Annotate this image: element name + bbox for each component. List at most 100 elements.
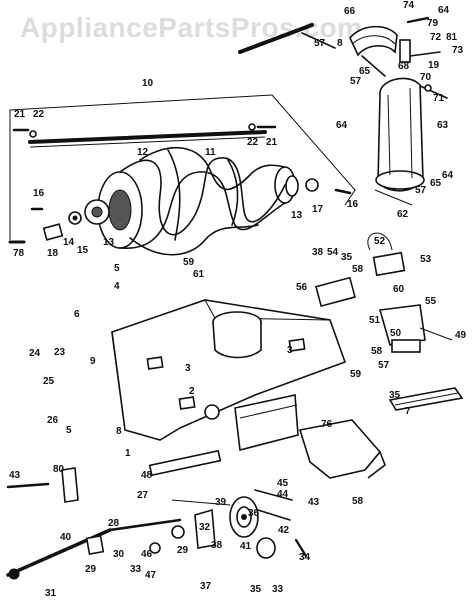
callout-c80: 80 — [53, 464, 65, 475]
callout-c54: 54 — [327, 247, 339, 258]
callout-c66: 66 — [344, 6, 356, 17]
callout-c22a: 22 — [33, 109, 45, 120]
callout-c42: 42 — [278, 525, 290, 536]
callout-c56: 56 — [296, 282, 308, 293]
callout-c44: 44 — [277, 489, 289, 500]
callout-c13b: 13 — [291, 210, 303, 221]
callout-c10: 10 — [142, 78, 154, 89]
scraper-blade — [388, 387, 464, 411]
callout-c49: 49 — [455, 330, 467, 341]
callout-c61: 61 — [193, 269, 205, 280]
callout-c70: 70 — [420, 72, 432, 83]
callout-c60: 60 — [393, 284, 405, 295]
callout-c32: 32 — [199, 522, 211, 533]
auger-spiral — [97, 146, 296, 256]
callout-c12: 12 — [137, 147, 149, 158]
callout-c5a: 5 — [114, 263, 120, 274]
callout-c16a: 16 — [33, 188, 45, 199]
callout-c3a: 3 — [287, 345, 293, 356]
callout-c6: 6 — [74, 309, 80, 320]
callout-c78: 78 — [13, 248, 25, 259]
callout-c21b: 21 — [266, 137, 278, 148]
callout-c43a: 43 — [9, 470, 21, 481]
auger-shaft — [12, 123, 277, 148]
drive-pulley — [229, 489, 308, 559]
callout-c74: 74 — [403, 0, 415, 11]
drive-pulley-bracket — [315, 232, 453, 353]
callout-c31: 31 — [45, 588, 57, 599]
callout-c8: 8 — [337, 38, 343, 49]
chute-crank-rod — [238, 23, 336, 54]
callout-c47: 47 — [145, 570, 157, 581]
callout-c1: 1 — [125, 448, 131, 459]
callout-c65a: 65 — [359, 66, 371, 77]
callout-c35c: 35 — [250, 584, 262, 595]
callout-c27: 27 — [137, 490, 149, 501]
callout-c59a: 59 — [183, 257, 195, 268]
chute-deflector — [349, 16, 448, 99]
callout-c5b: 5 — [66, 425, 72, 436]
callout-c68: 68 — [398, 61, 410, 72]
callout-c7: 7 — [405, 406, 411, 417]
auger-assembly-outline — [9, 94, 356, 240]
callout-c45: 45 — [277, 478, 289, 489]
callout-c41: 41 — [240, 541, 252, 552]
callout-c46: 46 — [141, 549, 153, 560]
lower-brackets — [6, 467, 231, 556]
callout-c39: 39 — [215, 497, 227, 508]
callout-c29a: 29 — [177, 545, 189, 556]
auger-end-parts — [8, 175, 352, 244]
callout-c59b: 59 — [350, 369, 362, 380]
callout-c25: 25 — [43, 376, 55, 387]
callout-c64a: 64 — [438, 5, 450, 16]
callout-c18: 18 — [47, 248, 59, 259]
callout-c38b: 38 — [211, 540, 223, 551]
callout-c16b: 16 — [347, 199, 359, 210]
callout-c14: 14 — [63, 237, 75, 248]
discharge-chute — [374, 77, 425, 206]
callout-c38: 38 — [312, 247, 324, 258]
callout-c57c: 57 — [415, 185, 427, 196]
callout-c8b: 8 — [116, 426, 122, 437]
callout-c15: 15 — [77, 245, 89, 256]
impeller-plate — [298, 419, 386, 479]
callout-c23: 23 — [54, 347, 66, 358]
auger-housing — [111, 299, 347, 452]
callout-c71: 71 — [433, 93, 445, 104]
callout-c34: 34 — [299, 552, 311, 563]
callout-c11: 11 — [205, 147, 216, 158]
callout-c62: 62 — [397, 209, 409, 220]
callout-c63: 63 — [437, 120, 449, 131]
callout-c37: 37 — [200, 581, 212, 592]
callout-c19: 19 — [428, 60, 440, 71]
callout-c43b: 43 — [308, 497, 320, 508]
callout-c52: 52 — [374, 236, 386, 247]
callout-c29b: 29 — [85, 564, 97, 575]
callout-c79: 79 — [427, 18, 439, 29]
callout-c51: 51 — [369, 315, 381, 326]
callout-c35b: 35 — [389, 390, 401, 401]
callout-c33: 33 — [130, 564, 142, 575]
callout-c65b: 65 — [430, 178, 442, 189]
callout-c53: 53 — [420, 254, 432, 265]
callout-c81: 81 — [446, 32, 458, 43]
callout-c13a: 13 — [103, 237, 115, 248]
callout-c64c: 64 — [442, 170, 454, 181]
callout-c76: 76 — [321, 419, 333, 430]
callout-c35a: 35 — [341, 252, 353, 263]
callout-c50: 50 — [390, 328, 402, 339]
callout-c48: 48 — [141, 470, 153, 481]
callout-c28: 28 — [108, 518, 120, 529]
callout-c55: 55 — [425, 296, 437, 307]
callout-c24: 24 — [29, 348, 41, 359]
callout-c21a: 21 — [14, 109, 26, 120]
callout-c3b: 3 — [185, 363, 191, 374]
callout-c26: 26 — [47, 415, 59, 426]
callout-c30: 30 — [113, 549, 125, 560]
callout-c57b: 57 — [350, 76, 362, 87]
callout-c9: 9 — [90, 356, 96, 367]
callout-c58b: 58 — [371, 346, 383, 357]
